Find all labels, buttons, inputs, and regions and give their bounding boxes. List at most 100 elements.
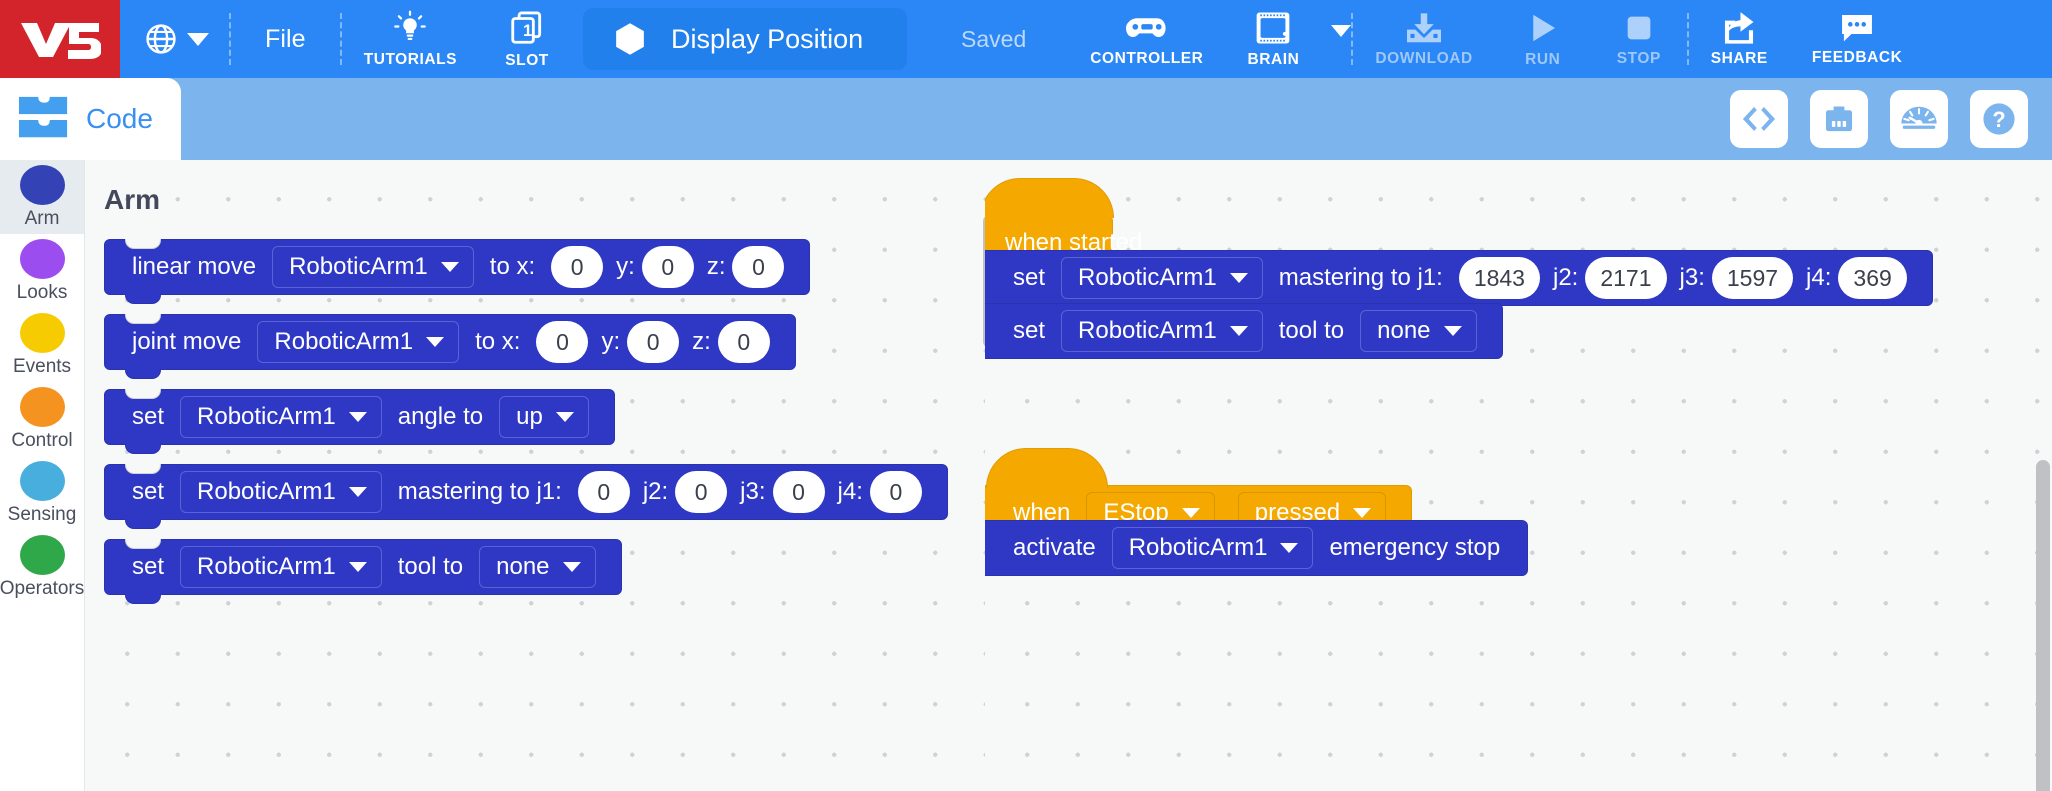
chevron-down-icon — [555, 412, 574, 422]
set-angle-value-dropdown[interactable]: up — [499, 396, 589, 438]
dashboard-button[interactable] — [1890, 90, 1948, 148]
palette-block-set-angle[interactable]: set RoboticArm1 angle to up — [104, 389, 615, 454]
linear-move-device-dropdown[interactable]: RoboticArm1 — [272, 246, 474, 288]
hat-dome-estop — [986, 448, 1108, 488]
ws-activate-device-dropdown[interactable]: RoboticArm1 — [1111, 527, 1314, 569]
set-angle-device-dropdown[interactable]: RoboticArm1 — [180, 396, 382, 438]
sidebar-item-label-operators: Operators — [0, 577, 85, 599]
linear-move-z-input[interactable]: 0 — [732, 246, 785, 288]
operators-category-dot — [19, 534, 65, 575]
ws-set-tool-device-value: RoboticArm1 — [1078, 317, 1217, 344]
palette-block-set-mastering[interactable]: set RoboticArm1 mastering to j1: 0 j2: 0… — [104, 464, 948, 529]
file-menu-button[interactable]: File — [231, 0, 340, 78]
set-mastering-j2-input[interactable]: 0 — [675, 471, 728, 513]
brain-selector[interactable]: BRAIN — [1225, 0, 1352, 78]
set-angle-label: angle to — [397, 403, 484, 430]
lightbulb-icon — [394, 10, 427, 40]
hexagon-icon — [616, 23, 644, 55]
ws-set-tool-value: none — [1377, 317, 1431, 344]
chevron-down-icon — [440, 262, 459, 272]
controller-label: CONTROLLER — [1090, 49, 1204, 67]
sidebar-item-control[interactable]: Control — [0, 382, 84, 456]
svg-text:?: ? — [1992, 107, 2005, 132]
ws-set-mastering-j4-label: j4: — [1806, 264, 1832, 291]
sidebar-item-operators[interactable]: Operators — [0, 530, 84, 604]
sidebar-item-looks[interactable]: Looks — [0, 234, 84, 308]
stop-button[interactable]: STOP — [1591, 0, 1687, 78]
ws-set-tool-device-dropdown[interactable]: RoboticArm1 — [1061, 310, 1263, 352]
ws-set-mastering-j3-input[interactable]: 1597 — [1711, 257, 1794, 299]
looks-category-dot — [19, 238, 65, 279]
brain-chevron-down-icon[interactable] — [1331, 25, 1352, 37]
set-mastering-device-dropdown[interactable]: RoboticArm1 — [180, 471, 382, 513]
sidebar-item-events[interactable]: Events — [0, 308, 84, 382]
palette-block-linear-move[interactable]: linear move RoboticArm1 to x: 0 y: 0 z: … — [104, 239, 811, 304]
set-mastering-verb: set — [132, 478, 165, 505]
devices-button[interactable] — [1810, 90, 1868, 148]
set-angle-verb: set — [132, 403, 165, 430]
slot-selector[interactable]: 1 SLOT — [479, 0, 575, 78]
set-mastering-j4-label: j4: — [837, 478, 863, 505]
joint-move-device-dropdown[interactable]: RoboticArm1 — [257, 321, 460, 363]
brain-button[interactable]: BRAIN — [1225, 10, 1321, 69]
set-tool-value-dropdown[interactable]: none — [479, 546, 596, 588]
palette-scrollbar[interactable] — [983, 215, 985, 348]
sidebar-item-sensing[interactable]: Sensing — [0, 456, 84, 530]
set-mastering-j4-input[interactable]: 0 — [869, 471, 922, 513]
code-workspace[interactable]: when started set RoboticArm1 mastering t… — [985, 160, 2052, 791]
ws-set-mastering-j3-label: j3: — [1679, 264, 1705, 291]
ws-set-mastering-j1-input[interactable]: 1843 — [1458, 257, 1540, 299]
set-mastering-j1-input[interactable]: 0 — [577, 471, 630, 513]
tab-code[interactable]: Code — [0, 78, 181, 160]
block-palette[interactable]: Arm linear move RoboticArm1 to x: 0 y: 0… — [85, 160, 985, 791]
workspace-scrollbar[interactable] — [2036, 460, 2050, 791]
project-name-field[interactable]: Display Position — [583, 8, 908, 70]
help-button[interactable]: ? — [1970, 90, 2028, 148]
chevron-down-icon — [348, 562, 367, 572]
joint-move-z-input[interactable]: 0 — [717, 321, 770, 363]
ws-set-mastering-verb: set — [1013, 264, 1046, 291]
sidebar-item-arm[interactable]: Arm — [0, 160, 84, 234]
toolbar-divider-3 — [1351, 13, 1354, 65]
joint-move-y-input[interactable]: 0 — [627, 321, 680, 363]
sidebar-item-label-events: Events — [12, 355, 72, 377]
language-selector[interactable] — [120, 0, 229, 78]
chevron-down-icon — [1229, 273, 1248, 283]
ws-activate-device-value: RoboticArm1 — [1128, 534, 1268, 561]
play-icon — [1533, 14, 1555, 41]
set-mastering-j3-input[interactable]: 0 — [772, 471, 825, 513]
ws-set-mastering-j4-input[interactable]: 369 — [1838, 257, 1907, 299]
ws-set-mastering-j2-input[interactable]: 2171 — [1585, 257, 1667, 299]
sidebar-item-label-looks: Looks — [16, 281, 68, 303]
workspace-block-activate-estop[interactable]: activate RoboticArm1 emergency stop — [985, 520, 1529, 576]
slot-label: SLOT — [505, 51, 549, 69]
set-angle-value: up — [516, 403, 543, 430]
ws-activate-label: emergency stop — [1329, 534, 1501, 561]
controller-button[interactable]: CONTROLLER — [1068, 0, 1225, 78]
tutorials-button[interactable]: TUTORIALS — [342, 0, 479, 78]
share-button[interactable]: SHARE — [1689, 0, 1790, 78]
subbar-actions: ? — [1730, 78, 2028, 160]
download-button[interactable]: DOWNLOAD — [1353, 0, 1494, 78]
linear-move-x-input[interactable]: 0 — [551, 246, 604, 288]
palette-block-set-tool[interactable]: set RoboticArm1 tool to none — [104, 539, 622, 604]
set-mastering-label: mastering to j1: — [397, 478, 562, 505]
feedback-button[interactable]: FEEDBACK — [1790, 0, 1925, 78]
ws-set-mastering-device-dropdown[interactable]: RoboticArm1 — [1061, 257, 1263, 299]
linear-move-z-label: z: — [706, 253, 726, 280]
ws-set-tool-value-dropdown[interactable]: none — [1360, 310, 1477, 352]
toolbar-divider-4 — [1686, 13, 1689, 65]
run-button[interactable]: RUN — [1495, 0, 1591, 78]
tutorials-label: TUTORIALS — [363, 50, 458, 68]
linear-move-to-x-label: to x: — [489, 253, 536, 280]
set-tool-device-dropdown[interactable]: RoboticArm1 — [180, 546, 382, 588]
view-code-button[interactable] — [1730, 90, 1788, 148]
joint-move-x-input[interactable]: 0 — [536, 321, 589, 363]
linear-move-y-label: y: — [616, 253, 635, 280]
workspace-block-set-mastering[interactable]: set RoboticArm1 mastering to j1: 1843 j2… — [985, 250, 1933, 306]
palette-block-joint-move[interactable]: joint move RoboticArm1 to x: 0 y: 0 z: 0 — [104, 314, 796, 379]
sensing-category-dot — [19, 460, 65, 501]
file-menu-label: File — [265, 24, 306, 53]
workspace-block-set-tool[interactable]: set RoboticArm1 tool to none — [985, 303, 1503, 359]
linear-move-y-input[interactable]: 0 — [641, 246, 694, 288]
